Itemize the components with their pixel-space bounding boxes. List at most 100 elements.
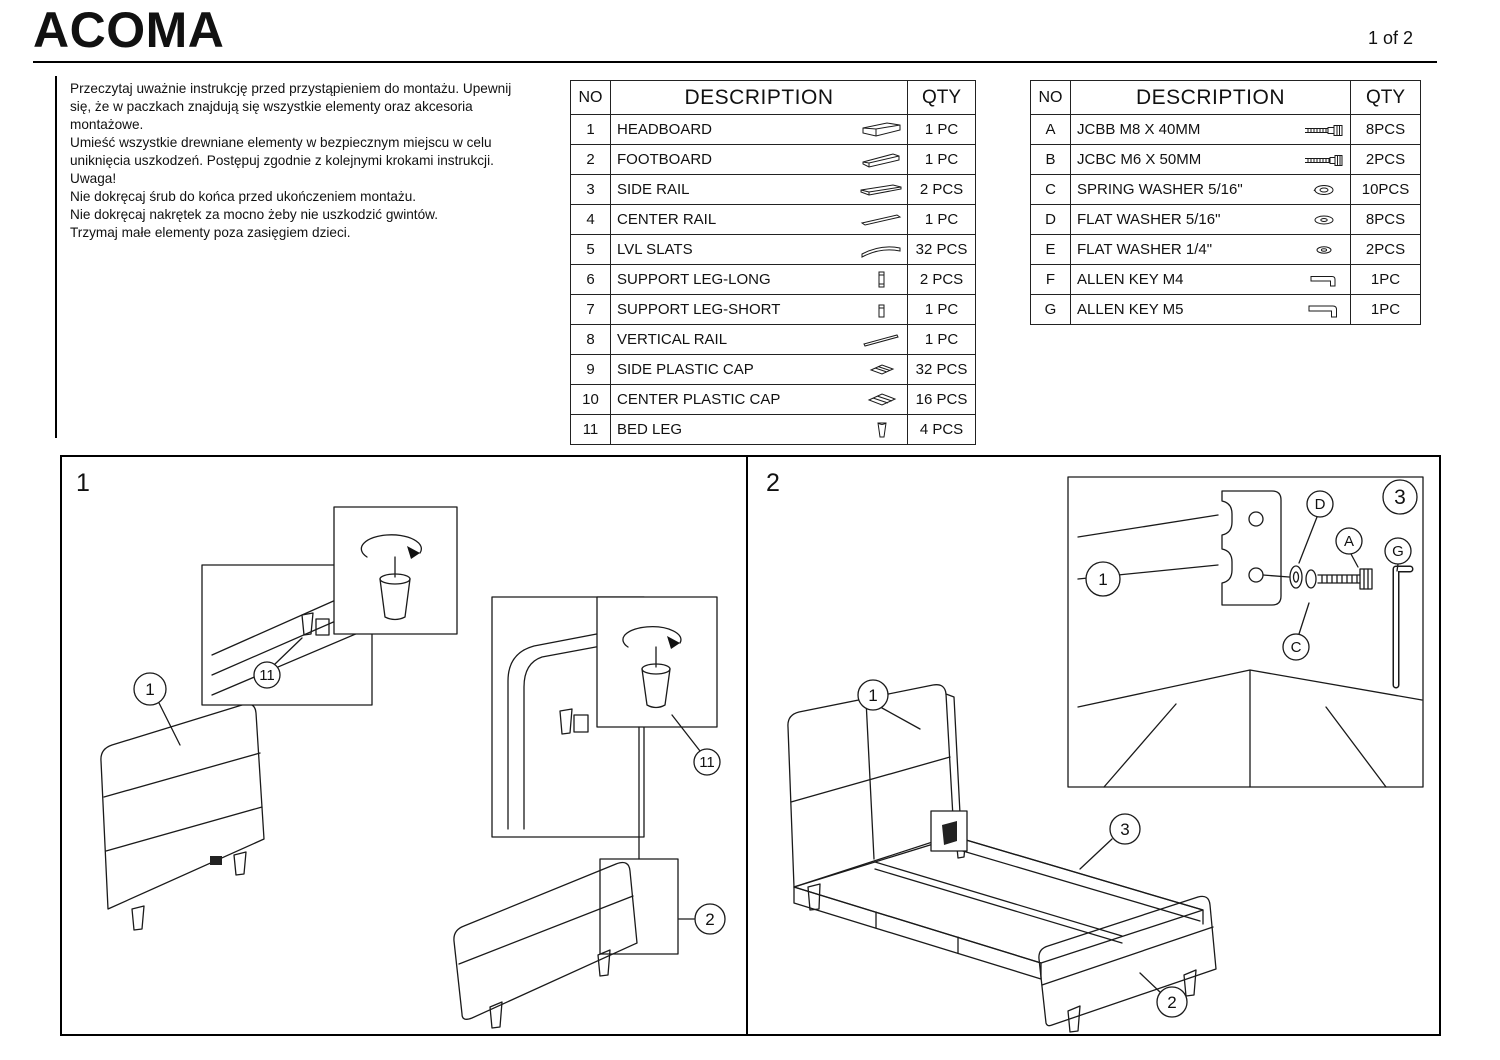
part-description: FOOTBOARD [617, 151, 713, 168]
table-row: 1 HEADBOARD 1 PC [570, 114, 976, 145]
part-description-cell: SIDE PLASTIC CAP [610, 354, 908, 385]
callout-step-detail: 3 [1382, 479, 1418, 515]
bed-frame-drawing [787, 684, 1217, 1033]
side-rail-icon [859, 180, 903, 200]
callout-headboard-2: 1 [857, 679, 921, 730]
instructions-left-border [55, 76, 57, 438]
parts-header-row: NO DESCRIPTION QTY [570, 80, 976, 115]
hardware-no: B [1030, 144, 1071, 175]
header-rule [33, 61, 1437, 63]
part-no: 9 [570, 354, 611, 385]
part-qty: 1 PC [907, 144, 976, 175]
callout-leg-2: 11 [671, 714, 721, 776]
part-no: 8 [570, 324, 611, 355]
support-leg-long-icon [859, 270, 903, 290]
callout-label: 11 [259, 667, 275, 684]
callout-flat-washer: D [1298, 490, 1334, 564]
hardware-header-row: NO DESCRIPTION QTY [1030, 80, 1421, 115]
table-row: 6 SUPPORT LEG-LONG 2 PCS [570, 264, 976, 295]
parts-col-no: NO [570, 80, 611, 115]
callout-label: 1 [145, 680, 154, 699]
hardware-no: F [1030, 264, 1071, 295]
part-no: 11 [570, 414, 611, 445]
step1-number: 1 [76, 469, 90, 497]
hardware-description: ALLEN KEY M4 [1077, 271, 1184, 288]
part-qty: 1 PC [907, 204, 976, 235]
slat-icon [859, 240, 903, 260]
bed-leg-icon [859, 420, 903, 440]
parts-col-description: DESCRIPTION [610, 80, 908, 115]
step1-diagram: 1 1 [76, 469, 726, 1029]
part-no: 2 [570, 144, 611, 175]
part-description-cell: FOOTBOARD [610, 144, 908, 175]
part-description-cell: SIDE RAIL [610, 174, 908, 205]
part-description-cell: SUPPORT LEG-LONG [610, 264, 908, 295]
callout-label: 11 [699, 754, 715, 771]
part-description-cell: VERTICAL RAIL [610, 324, 908, 355]
callout-label: G [1392, 543, 1404, 560]
table-row: A JCBB M8 X 40MM 8PCS [1030, 114, 1421, 145]
hardware-description: FLAT WASHER 5/16" [1077, 211, 1221, 228]
callout-label: 3 [1394, 486, 1406, 509]
hardware-description-cell: JCBC M6 X 50MM [1070, 144, 1351, 175]
hardware-qty: 1PC [1350, 294, 1421, 325]
hardware-detail-box: 3 D A G [1067, 476, 1424, 788]
leg-rotation-detail-box-2 [596, 596, 718, 728]
table-row: 3 SIDE RAIL 2 PCS [570, 174, 976, 205]
callout-headboard-panel: 1 [1085, 561, 1121, 597]
hardware-qty: 1PC [1350, 264, 1421, 295]
part-no: 1 [570, 114, 611, 145]
callout-label: C [1291, 639, 1302, 656]
callout-footboard: 2 [678, 903, 726, 935]
footboard-leg-detail-box [599, 858, 679, 955]
side-plastic-cap-icon [859, 360, 903, 380]
hardware-description-cell: JCBB M8 X 40MM [1070, 114, 1351, 145]
hardware-description: ALLEN KEY M5 [1077, 301, 1184, 318]
hardware-description-cell: SPRING WASHER 5/16" [1070, 174, 1351, 205]
bolt-assembly-drawing [1262, 565, 1373, 590]
hardware-description: JCBB M8 X 40MM [1077, 121, 1201, 138]
part-qty: 2 PCS [907, 174, 976, 205]
part-qty: 4 PCS [907, 414, 976, 445]
table-row: 2 FOOTBOARD 1 PC [570, 144, 976, 175]
part-description: CENTER PLASTIC CAP [617, 391, 781, 408]
bolt-drawing [1317, 574, 1361, 584]
hardware-table: NO DESCRIPTION QTY A JCBB M8 X 40MM 8PCS… [1030, 80, 1421, 325]
table-row: B JCBC M6 X 50MM 2PCS [1030, 144, 1421, 175]
table-row: E FLAT WASHER 1/4" 2PCS [1030, 234, 1421, 265]
table-row: F ALLEN KEY M4 1PC [1030, 264, 1421, 295]
hardware-description-cell: ALLEN KEY M5 [1070, 294, 1351, 325]
part-description: SUPPORT LEG-SHORT [617, 301, 781, 318]
flat-washer-icon [1302, 240, 1346, 260]
hardware-qty: 8PCS [1350, 204, 1421, 235]
bolt-icon [1302, 150, 1346, 170]
step1-panel: 1 1 [62, 457, 748, 1034]
parts-table: NO DESCRIPTION QTY 1 HEADBOARD 1 PC 2 FO… [570, 80, 976, 445]
part-no: 5 [570, 234, 611, 265]
allen-key-icon [1302, 270, 1346, 290]
part-qty: 2 PCS [907, 264, 976, 295]
part-description: SUPPORT LEG-LONG [617, 271, 771, 288]
step2-diagram: 2 [766, 469, 1424, 1033]
hardware-description-cell: FLAT WASHER 5/16" [1070, 204, 1351, 235]
flat-washer-icon [1302, 210, 1346, 230]
part-description: HEADBOARD [617, 121, 713, 138]
hardware-qty: 2PCS [1350, 144, 1421, 175]
assembly-steps-box: 1 1 [60, 455, 1441, 1036]
step2-number: 2 [766, 469, 780, 497]
hardware-no: D [1030, 204, 1071, 235]
hardware-qty: 2PCS [1350, 234, 1421, 265]
table-row: 7 SUPPORT LEG-SHORT 1 PC [570, 294, 976, 325]
center-rail-icon [859, 210, 903, 230]
part-description: SIDE RAIL [617, 181, 690, 198]
hardware-qty: 10PCS [1350, 174, 1421, 205]
part-qty: 1 PC [907, 114, 976, 145]
part-description-cell: CENTER PLASTIC CAP [610, 384, 908, 415]
allen-key-icon [1302, 300, 1346, 320]
bracket-highlight-box [930, 810, 968, 852]
callout-label: 3 [1120, 820, 1129, 839]
bracket-icon [942, 821, 957, 845]
part-description: LVL SLATS [617, 241, 693, 258]
leg-rotation-detail-box [333, 506, 458, 635]
headboard-drawing [100, 703, 265, 931]
